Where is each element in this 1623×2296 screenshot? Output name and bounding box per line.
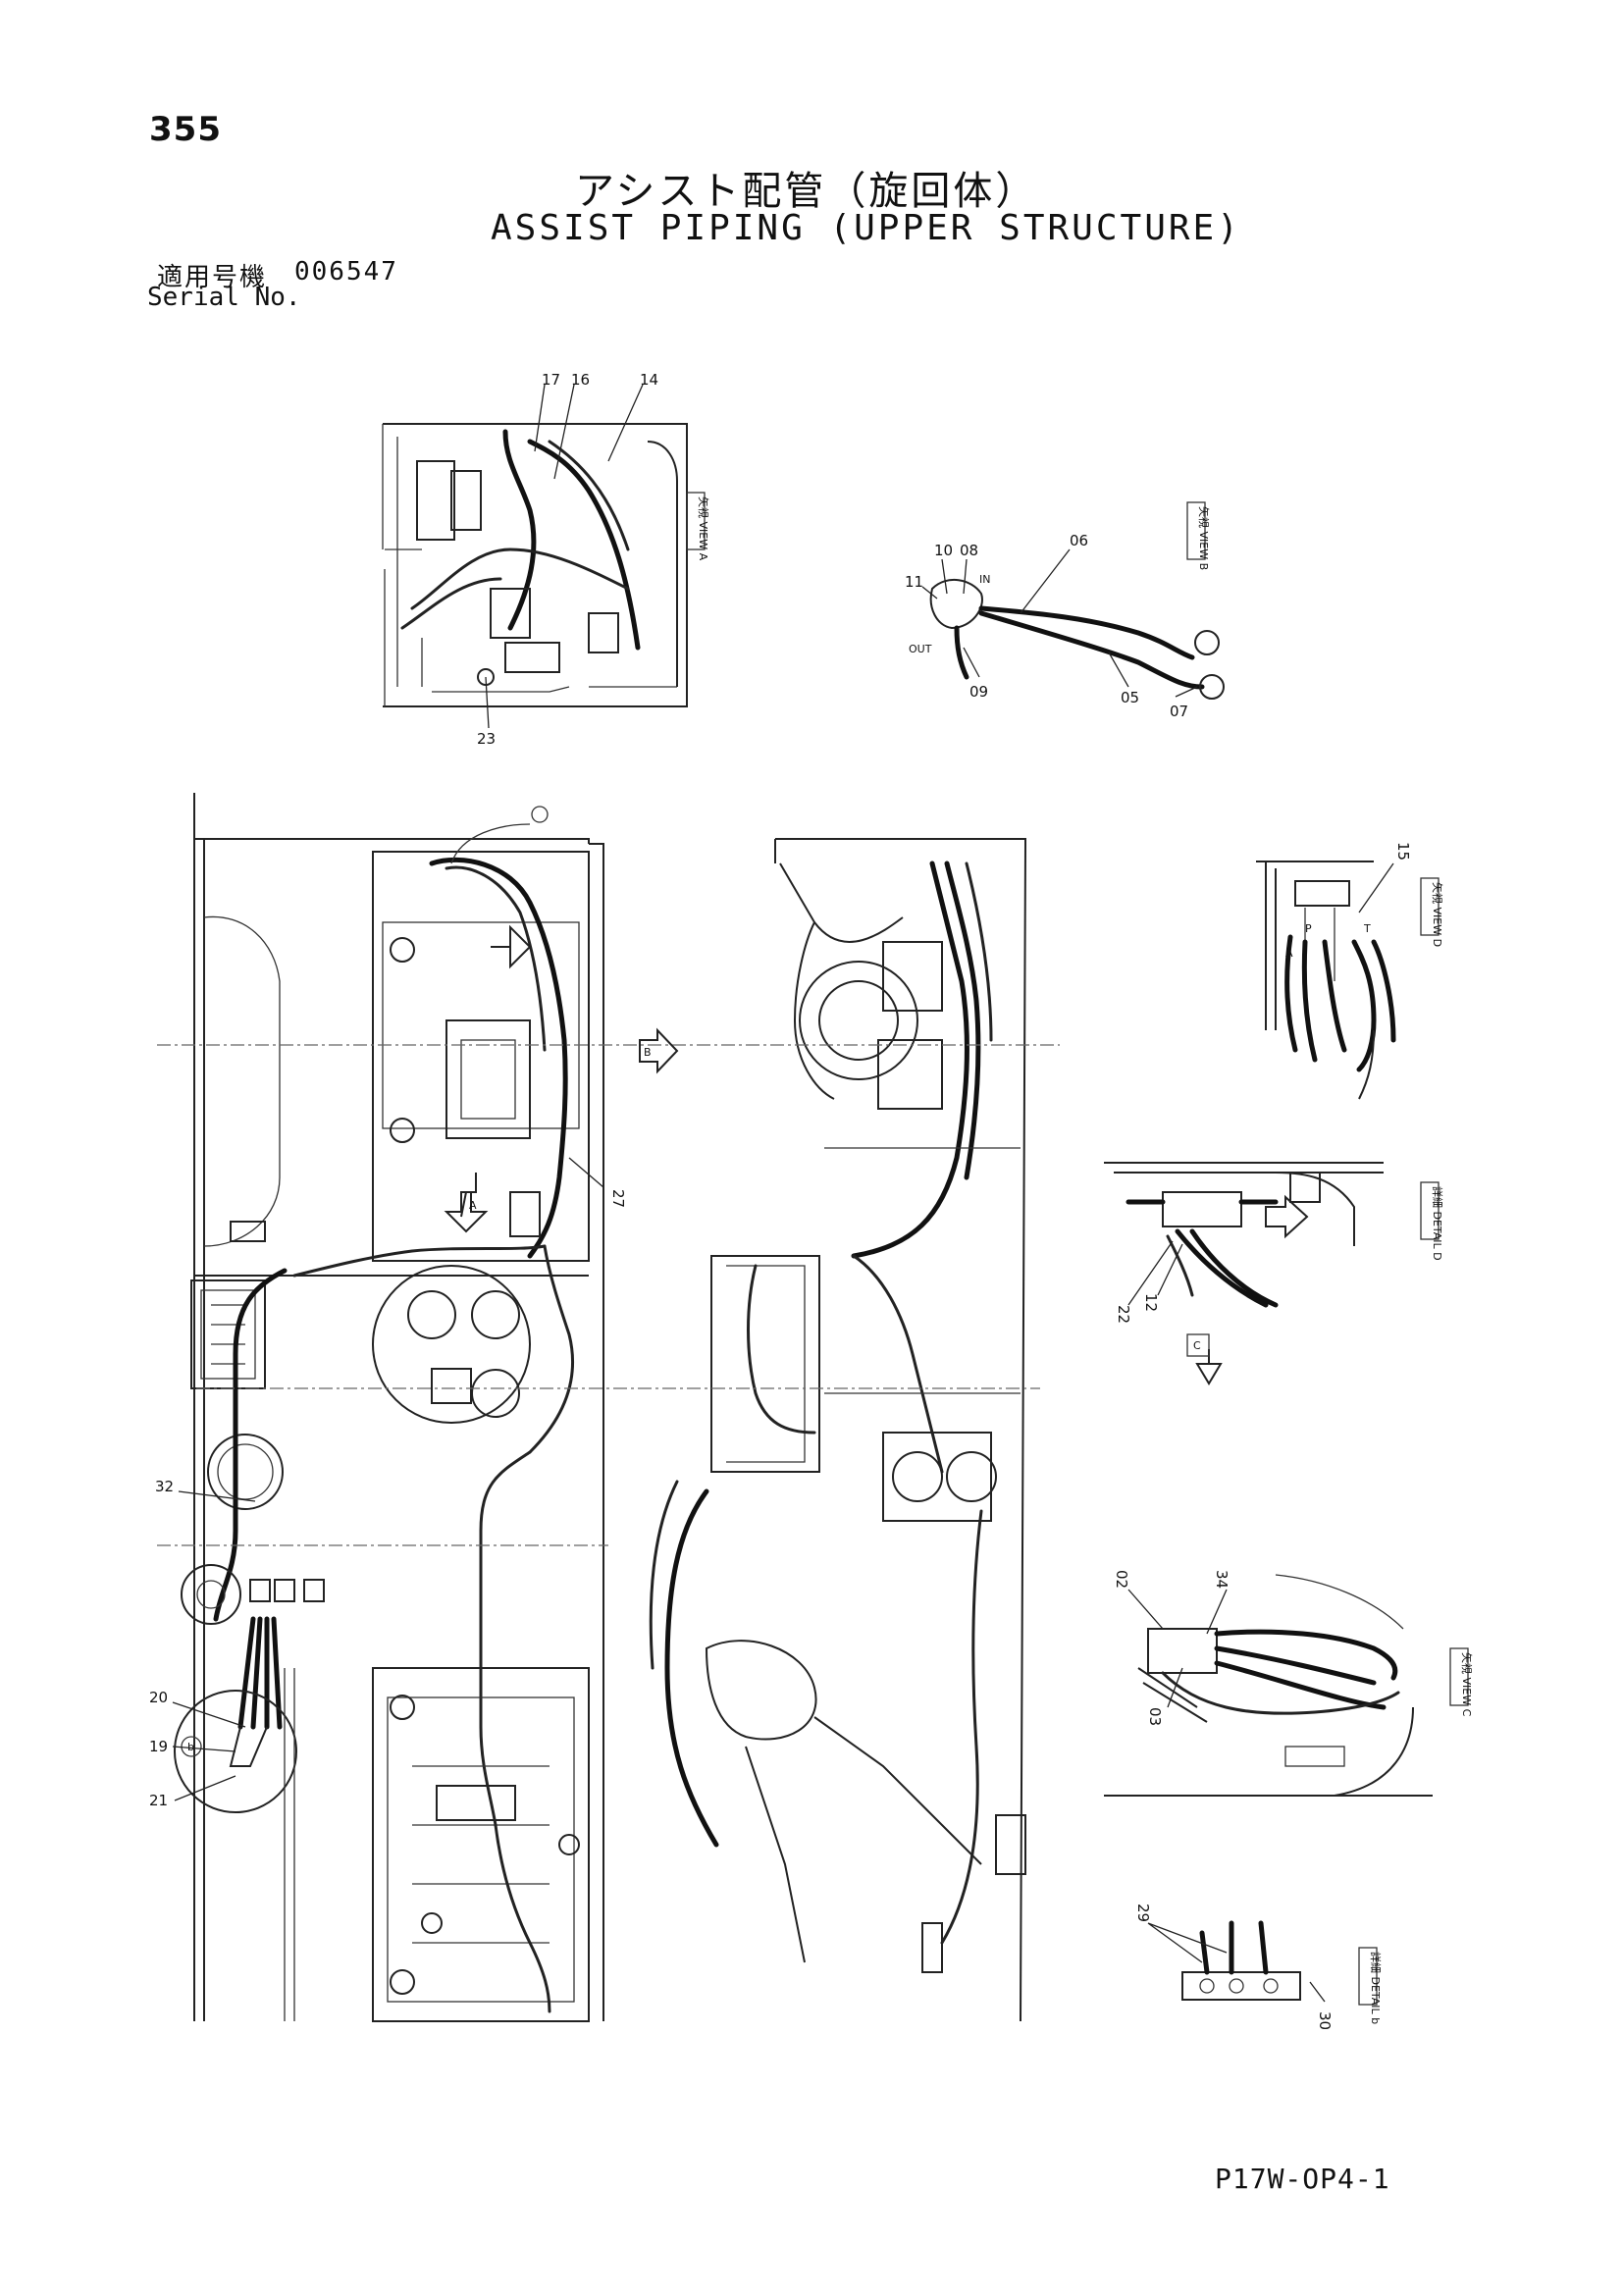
view-a-tag-label: 矢視 VIEW A [697, 496, 710, 561]
view-b-tag [1186, 501, 1206, 560]
port-label-in: IN [979, 573, 990, 586]
port-label-p: P [1305, 922, 1312, 935]
callout-11: 11 [905, 573, 923, 591]
callout-30: 30 [1316, 2011, 1334, 2030]
callout-08: 08 [960, 542, 978, 559]
port-label-a: A [1285, 947, 1293, 960]
view-arrow-a: A [460, 1173, 477, 1218]
port-label-t: T [1363, 922, 1371, 935]
detail-b-tag [1358, 1947, 1378, 2006]
port-label-out: OUT [909, 643, 932, 655]
view-arrow-a-label: A [469, 1199, 477, 1212]
title-english: ASSIST PIPING (UPPER STRUCTURE) [491, 208, 1241, 248]
callout-14: 14 [640, 371, 658, 389]
circle-marker-b: b [187, 1741, 194, 1753]
callout-20: 20 [149, 1689, 168, 1706]
title-japanese: アシスト配管（旋回体） [575, 169, 1038, 214]
view-b-tag-label: 矢視 VIEW B [1197, 506, 1211, 570]
callout-10: 10 [934, 542, 953, 559]
serial-number-value: 006547 [294, 257, 398, 287]
view-a-drawing: 矢視 VIEW A 17 16 14 23 [382, 371, 710, 748]
detail-b-drawing: 詳細 DETAIL b 29 30 [1134, 1904, 1383, 2030]
callout-23: 23 [477, 730, 496, 748]
callout-27: 27 [609, 1189, 627, 1208]
serial-label-english: Serial No. [147, 283, 301, 312]
callout-09: 09 [969, 683, 988, 701]
view-d-tag [1420, 877, 1440, 936]
main-plan-view-left: b 32 20 19 21 27 [149, 793, 627, 2022]
callout-16: 16 [571, 371, 590, 389]
view-c-drawing: 矢視 VIEW C 02 34 03 [1104, 1570, 1474, 1797]
main-side-view-right [649, 838, 1026, 2022]
view-a-tag [686, 492, 706, 550]
view-arrow-c-label: C [1193, 1339, 1201, 1352]
callout-12: 12 [1142, 1293, 1160, 1312]
callout-07: 07 [1170, 703, 1188, 720]
page-number: 355 [149, 110, 222, 149]
callout-21: 21 [149, 1792, 168, 1809]
detail-d-tag-label: 詳細 DETAIL D [1431, 1186, 1444, 1261]
callout-19: 19 [149, 1738, 168, 1755]
callout-02: 02 [1113, 1570, 1130, 1589]
view-arrow-b-label: B [644, 1046, 652, 1059]
view-d-drawing: 矢視 VIEW D 15 A P T [1256, 842, 1444, 1100]
center-lines [157, 1044, 1060, 1546]
callout-34: 34 [1213, 1570, 1230, 1589]
callout-32: 32 [155, 1478, 174, 1495]
view-arrow-b: B [639, 1027, 679, 1074]
callout-17: 17 [542, 371, 560, 389]
callout-03: 03 [1146, 1707, 1164, 1726]
view-c-tag-label: 矢視 VIEW C [1460, 1652, 1474, 1717]
view-b-drawing: 矢視 VIEW B 11 10 08 06 09 05 07 OUT IN [905, 501, 1225, 720]
detail-d-tag [1420, 1181, 1440, 1240]
callout-29: 29 [1134, 1904, 1152, 1922]
callout-22: 22 [1115, 1305, 1132, 1324]
detail-d-drawing: 詳細 DETAIL D 22 12 C [1104, 1162, 1444, 1385]
view-c-tag [1449, 1647, 1469, 1706]
detail-b-tag-label: 詳細 DETAIL b [1369, 1952, 1383, 2024]
callout-15: 15 [1394, 842, 1412, 861]
drawing-code: P17W-OP4-1 [1215, 2163, 1390, 2195]
callout-06: 06 [1070, 532, 1088, 549]
serial-label-japanese: 適用号機 [157, 263, 268, 292]
callout-05: 05 [1121, 689, 1139, 706]
view-d-tag-label: 矢視 VIEW D [1431, 882, 1444, 947]
